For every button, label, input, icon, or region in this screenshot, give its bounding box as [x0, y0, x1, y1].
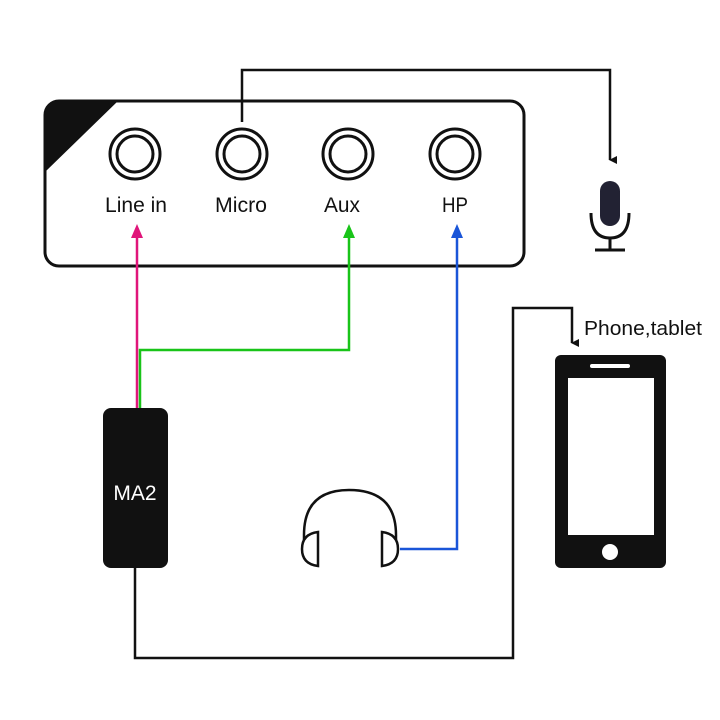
port-label-aux: Aux	[324, 194, 360, 217]
hp-cable	[400, 230, 459, 551]
hp-arrow	[451, 224, 463, 238]
phone-label: Phone,tablet	[584, 318, 702, 340]
jack-hp	[428, 127, 482, 181]
port-label-line-in: Line in	[105, 194, 167, 217]
line-in-arrow	[131, 224, 143, 238]
jack-line-in	[108, 127, 162, 181]
headphones-icon	[300, 488, 400, 568]
ma2-device: MA2	[103, 408, 168, 568]
phone-cable	[133, 306, 579, 660]
audio-interface	[43, 99, 526, 268]
home-button	[602, 544, 618, 560]
jack-micro	[215, 127, 269, 181]
jack-aux	[321, 127, 375, 181]
corner-marker	[45, 101, 118, 172]
port-label-micro: Micro	[215, 194, 267, 217]
ma2-label: MA2	[113, 482, 156, 505]
mic-cable	[240, 68, 617, 164]
microphone-icon	[589, 181, 631, 252]
aux-cable	[138, 230, 351, 410]
smartphone-icon	[555, 355, 666, 568]
aux-arrow	[343, 224, 355, 238]
port-label-hp: HP	[442, 194, 468, 217]
